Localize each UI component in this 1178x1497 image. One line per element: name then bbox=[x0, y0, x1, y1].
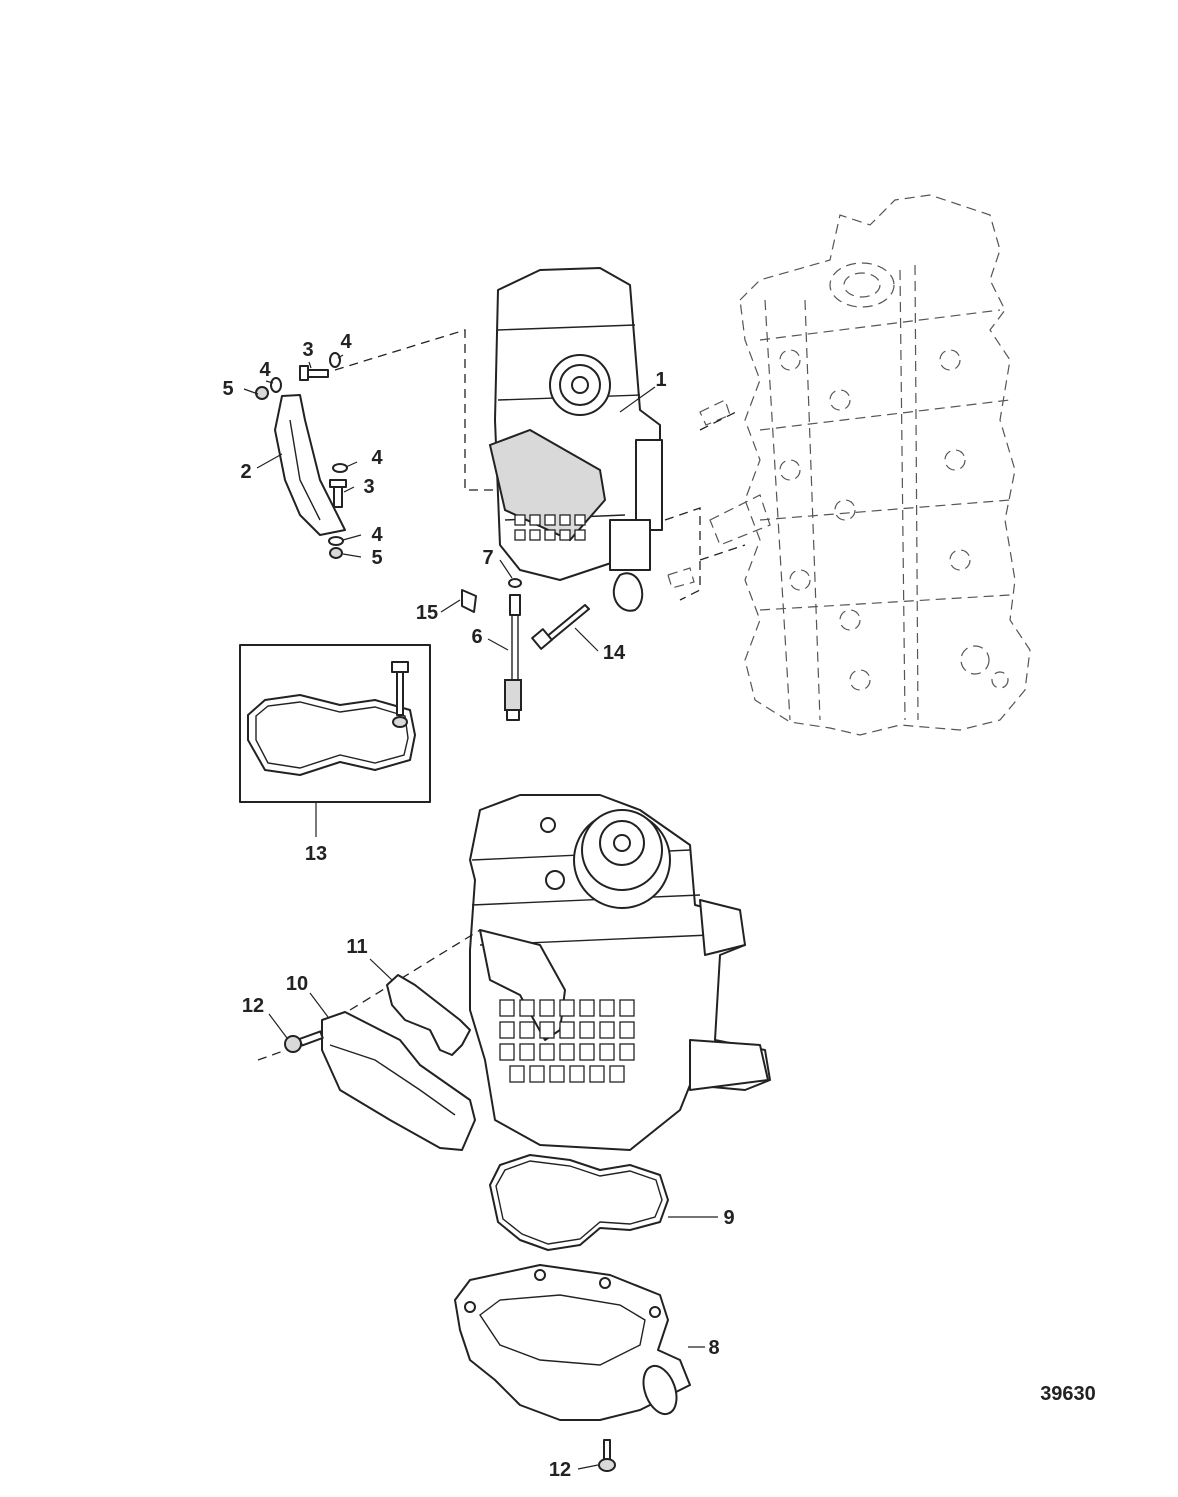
leader-lines bbox=[243, 354, 718, 1470]
washer-upper-left bbox=[270, 377, 282, 393]
callout-5-lower: 5 bbox=[371, 547, 382, 569]
callout-4-lower-top: 4 bbox=[371, 447, 383, 469]
callout-10: 10 bbox=[286, 973, 308, 995]
callout-9: 9 bbox=[723, 1207, 734, 1229]
callout-13: 13 bbox=[305, 843, 327, 865]
callout-15: 15 bbox=[416, 602, 438, 624]
flange-bolt-lower bbox=[598, 1439, 616, 1472]
callout-8: 8 bbox=[708, 1337, 719, 1359]
air-duct bbox=[321, 1011, 476, 1151]
callout-4-upper-left: 4 bbox=[259, 359, 271, 381]
washer-upper-right bbox=[329, 352, 341, 368]
supercharger-assembly-detail bbox=[469, 794, 771, 1151]
callout-11: 11 bbox=[346, 936, 367, 958]
callout-14: 14 bbox=[603, 642, 626, 664]
washer-lower-bottom bbox=[328, 536, 344, 546]
callout-4-upper-right: 4 bbox=[340, 331, 352, 353]
temperature-sensor bbox=[504, 594, 522, 721]
callout-3-upper: 3 bbox=[302, 339, 313, 361]
bottom-cover bbox=[454, 1264, 691, 1421]
callout-7: 7 bbox=[482, 547, 493, 569]
callout-5-upper: 5 bbox=[222, 378, 233, 400]
long-bolt bbox=[531, 604, 590, 650]
nut-lower bbox=[329, 547, 343, 559]
bolt-upper bbox=[299, 365, 329, 381]
intake-gasket bbox=[386, 974, 471, 1056]
flange-bolt-upper bbox=[284, 1030, 324, 1053]
cover-seal bbox=[489, 1154, 669, 1251]
o-ring-sensor bbox=[508, 578, 522, 588]
callout-12-upper: 12 bbox=[242, 995, 264, 1017]
figure-number: 39630 bbox=[1040, 1383, 1096, 1405]
callout-3-lower: 3 bbox=[363, 476, 374, 498]
engine-block-reference bbox=[667, 194, 1031, 736]
retaining-clip bbox=[461, 589, 477, 613]
callout-12-lower: 12 bbox=[549, 1459, 571, 1481]
supercharger-assembly-top bbox=[488, 267, 663, 612]
callout-1: 1 bbox=[655, 369, 666, 391]
intercooler-grid-top bbox=[514, 514, 586, 541]
callout-4-lower-bottom: 4 bbox=[371, 524, 383, 546]
intercooler-grid-detail bbox=[499, 999, 635, 1083]
nut-upper bbox=[255, 386, 269, 400]
bolt-lower bbox=[329, 479, 347, 508]
gasket-kit-contents bbox=[247, 661, 416, 776]
mounting-bracket bbox=[274, 394, 346, 536]
washer-lower-top bbox=[332, 463, 348, 473]
callout-6: 6 bbox=[471, 626, 482, 648]
callout-2: 2 bbox=[240, 461, 251, 483]
